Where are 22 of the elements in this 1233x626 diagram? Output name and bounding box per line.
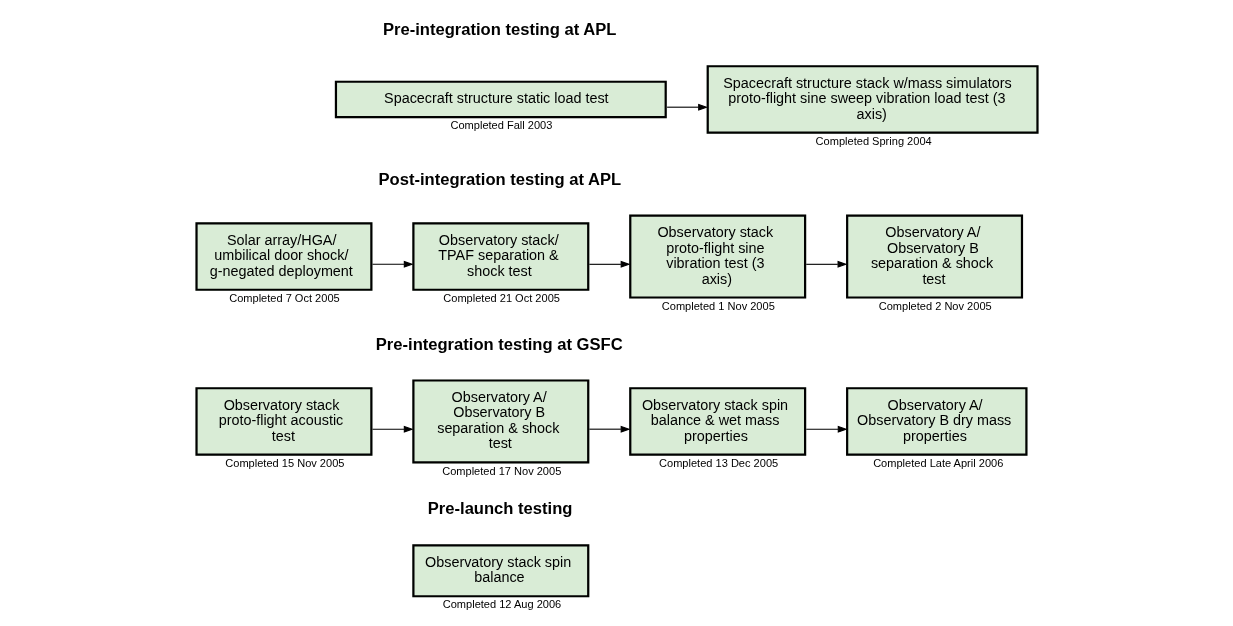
- label: Pre-integration testing at APL: [382, 20, 616, 40]
- label: Pre-launch testing: [427, 499, 572, 519]
- node-label: Completed 12 Aug 2006: [442, 598, 561, 611]
- node-label: Completed 2 Nov 2005: [878, 299, 992, 312]
- arrow: [805, 260, 847, 268]
- node-label: Completed 13 Dec 2005: [658, 456, 778, 469]
- arrow: [588, 260, 631, 268]
- label: Pre-integration testing at GSFC: [375, 334, 623, 354]
- arrow: [371, 425, 414, 433]
- arrow: [666, 103, 708, 111]
- node-label: Completed 1 Nov 2005: [661, 299, 775, 312]
- node-label: Completed Fall 2003: [449, 119, 552, 132]
- node-label: Completed 7 Oct 2005: [228, 291, 340, 304]
- node-label: Completed Spring 2004: [815, 134, 932, 147]
- node-label: Completed 17 Nov 2005: [441, 464, 561, 477]
- node-label: Completed 21 Oct 2005: [442, 291, 560, 304]
- arrow: [588, 425, 631, 433]
- arrow: [805, 425, 848, 433]
- label: Post-integration testing at APL: [378, 169, 621, 189]
- arrow: [371, 260, 414, 268]
- node-label: Completed 15 Nov 2005: [224, 456, 344, 469]
- node-label: Completed Late April 2006: [872, 456, 1003, 469]
